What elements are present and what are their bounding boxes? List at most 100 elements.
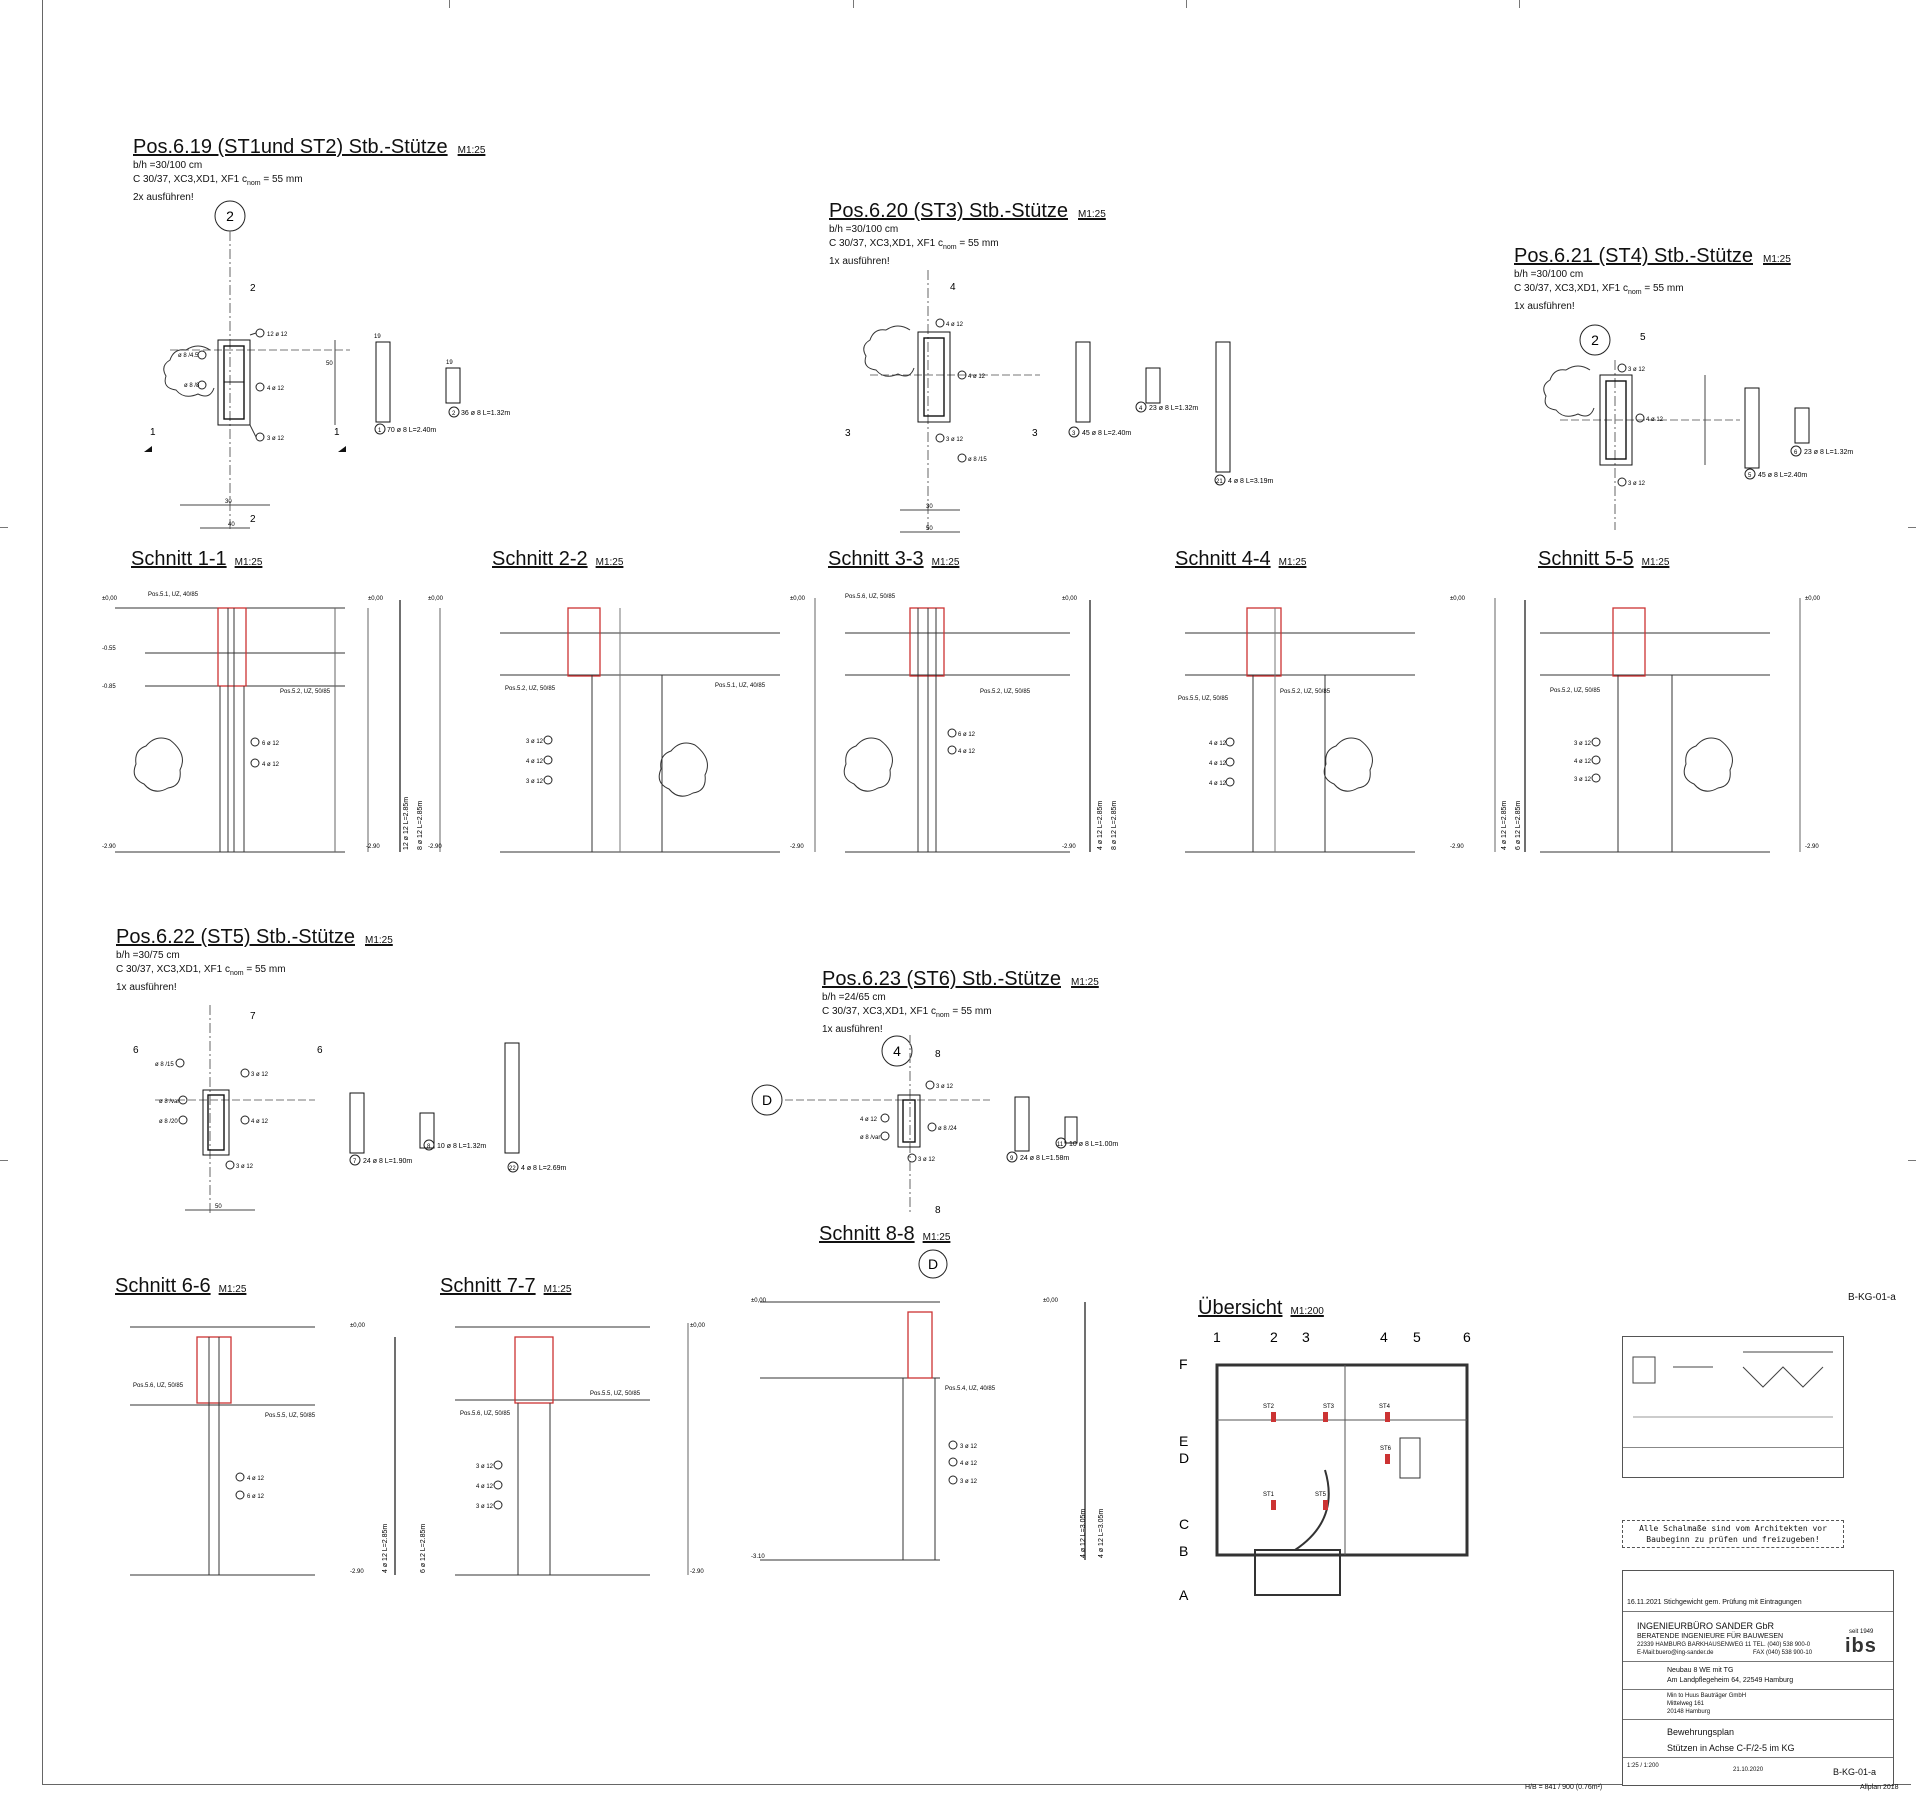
- formwork-note: Alle Schalmaße sind vom Architekten vor …: [1639, 1524, 1827, 1544]
- svg-text:-2.90: -2.90: [790, 844, 804, 850]
- svg-text:ø 8 /4.5: ø 8 /4.5: [178, 353, 199, 359]
- svg-text:ø 8 /var: ø 8 /var: [860, 1135, 880, 1141]
- bar-label: 10 ø 8 L=1.32m: [437, 1143, 486, 1150]
- svg-text:-2.90: -2.90: [1805, 844, 1819, 850]
- frame-tick: [853, 0, 854, 8]
- column-plan-st1-st2: 2 ø 8 /4.5 ø 8 /8 12 ø 12 4 ø 12 3 ø 12 …: [144, 200, 510, 530]
- format-note: H/B = 841 / 900 (0.76m²): [1525, 1784, 1603, 1791]
- bar-label: 4 ø 12 L=3.05m: [1080, 1509, 1087, 1558]
- section-1-1: ±0,00 -0.55 -0.85 -2.90 Pos.5.1, UZ, 40/…: [102, 592, 444, 853]
- svg-text:1: 1: [150, 427, 156, 438]
- project-address: Am Landpflegeheim 64, 22549 Hamburg: [1667, 1677, 1794, 1684]
- plan-number: B-KG-01-a: [1833, 1767, 1877, 1777]
- frame-tick: [1186, 0, 1187, 8]
- tb-divider: [1623, 1719, 1893, 1720]
- overview-name: Übersicht: [1198, 1297, 1283, 1319]
- position-count: 2x ausführen!: [133, 192, 194, 203]
- svg-text:3 ø 12: 3 ø 12: [267, 436, 285, 442]
- slab-label: Pos.5.5, UZ, 50/85: [1178, 696, 1229, 702]
- slab-label: Pos.5.2, UZ, 50/85: [980, 689, 1031, 695]
- svg-text:2: 2: [250, 283, 256, 294]
- section-marker: 8: [935, 1049, 941, 1060]
- position-concrete: C 30/37, XC3,XD1, XF1 c: [1514, 283, 1628, 294]
- bar-label: 10 ø 8 L=1.00m: [1069, 1141, 1118, 1148]
- svg-text:4 ø 12: 4 ø 12: [960, 1461, 978, 1467]
- svg-text:3 ø 12: 3 ø 12: [251, 1072, 269, 1078]
- axis-label: 4: [893, 1043, 901, 1059]
- section-scale: M1:25: [931, 557, 960, 568]
- project-name: Neubau 8 WE mit TG: [1667, 1667, 1734, 1674]
- axis-label: 2: [1270, 1329, 1278, 1345]
- slab-label: Pos.5.6, UZ, 50/85: [133, 1383, 184, 1389]
- bar-label: 4 ø 12 L=2.85m: [1097, 801, 1104, 850]
- section-name: Schnitt 8-8: [819, 1223, 915, 1245]
- svg-text:3 ø 12: 3 ø 12: [1628, 481, 1646, 487]
- position-scale: M1:25: [1071, 977, 1099, 988]
- position-cover: = 55 mm: [952, 1006, 992, 1017]
- svg-text:3 ø 12: 3 ø 12: [1628, 367, 1646, 373]
- bar-label: 36 ø 8 L=1.32m: [461, 410, 510, 417]
- svg-text:-0.55: -0.55: [102, 646, 116, 652]
- svg-text:4 ø 12: 4 ø 12: [946, 322, 964, 328]
- bar-label: 23 ø 8 L=1.32m: [1149, 405, 1198, 412]
- office-fax: FAX (040) 538 900-10: [1753, 1650, 1813, 1656]
- svg-text:50: 50: [326, 361, 333, 367]
- svg-text:3 ø 12: 3 ø 12: [1574, 777, 1592, 783]
- slab-label: Pos.5.5, UZ, 50/85: [265, 1413, 316, 1419]
- axis-label: D: [1179, 1450, 1189, 1466]
- svg-text:D: D: [928, 1256, 938, 1272]
- tb-divider: [1623, 1757, 1893, 1758]
- frame-tick: [1908, 1160, 1916, 1161]
- section-scale: M1:25: [1641, 557, 1670, 568]
- bar-label: 6 ø 12 L=2.85m: [1515, 801, 1522, 850]
- svg-text:4 ø 12: 4 ø 12: [1209, 761, 1227, 767]
- section-name: Schnitt 2-2: [492, 548, 588, 570]
- section-name: Schnitt 7-7: [440, 1275, 536, 1297]
- frame-tick: [1908, 527, 1916, 528]
- slab-label: Pos.5.2, UZ, 50/85: [280, 689, 331, 695]
- position-scale: M1:25: [1078, 209, 1106, 220]
- axis-label: 2: [226, 208, 234, 224]
- section-scale: M1:25: [595, 557, 624, 568]
- bar-label: 12 ø 12 L=2.85m: [403, 797, 410, 850]
- svg-text:±0,00: ±0,00: [690, 1323, 706, 1329]
- office-logo: ibs: [1845, 1635, 1877, 1657]
- column-plan-st5: 6 6 7 ø 8 /15 ø 8 /var ø 8 /20 3 ø 12 4 …: [133, 1005, 567, 1215]
- svg-text:±0,00: ±0,00: [1043, 1298, 1059, 1304]
- position-title: Pos.6.21 (ST4) Stb.-Stütze: [1514, 245, 1753, 267]
- slab-label: Pos.5.6, UZ, 50/85: [845, 594, 896, 600]
- svg-text:4: 4: [1139, 406, 1143, 412]
- office-phone: TEL. (040) 538 900-0: [1753, 1642, 1811, 1648]
- svg-text:3 ø 12: 3 ø 12: [1574, 741, 1592, 747]
- section-scale: M1:25: [234, 557, 263, 568]
- svg-text:3 ø 12: 3 ø 12: [936, 1084, 954, 1090]
- svg-text:2: 2: [250, 514, 256, 525]
- svg-text:4 ø 12: 4 ø 12: [251, 1119, 269, 1125]
- svg-text:3 ø 12: 3 ø 12: [960, 1444, 978, 1450]
- svg-text:ø 8 /24: ø 8 /24: [938, 1126, 957, 1132]
- axis-label: F: [1179, 1356, 1188, 1372]
- axis-label: A: [1179, 1587, 1189, 1603]
- svg-text:±0,00: ±0,00: [1450, 596, 1466, 602]
- position-count: 1x ausführen!: [1514, 301, 1575, 312]
- axis-label: 1: [1213, 1329, 1221, 1345]
- svg-text:4 ø 12: 4 ø 12: [1209, 781, 1227, 787]
- svg-text:3: 3: [1032, 428, 1038, 439]
- svg-text:ø 8 /20: ø 8 /20: [159, 1119, 178, 1125]
- section-8-8: D Pos.5.4, UZ, 40/85 3 ø 12 4 ø 12 3 ø 1…: [751, 1249, 1105, 1561]
- position-concrete: C 30/37, XC3,XD1, XF1 c: [116, 964, 230, 975]
- position-count: 1x ausführen!: [829, 256, 890, 267]
- svg-text:4 ø 12: 4 ø 12: [262, 762, 280, 768]
- cnom-sub: nom: [935, 1012, 950, 1019]
- section-name: Schnitt 5-5: [1538, 548, 1634, 570]
- position-count: 1x ausführen!: [822, 1024, 883, 1035]
- svg-text:4 ø 12: 4 ø 12: [247, 1476, 265, 1482]
- office-email: E-Mail:buero@ing-sander.de: [1637, 1650, 1714, 1656]
- svg-text:6 ø 12: 6 ø 12: [262, 741, 280, 747]
- svg-text:21: 21: [1216, 479, 1223, 485]
- svg-text:D: D: [762, 1092, 772, 1108]
- column-plan-st6: 4 D 8 8 3 ø 12 4 ø 12 ø 8 /24 ø 8 /var 3…: [751, 1035, 1118, 1216]
